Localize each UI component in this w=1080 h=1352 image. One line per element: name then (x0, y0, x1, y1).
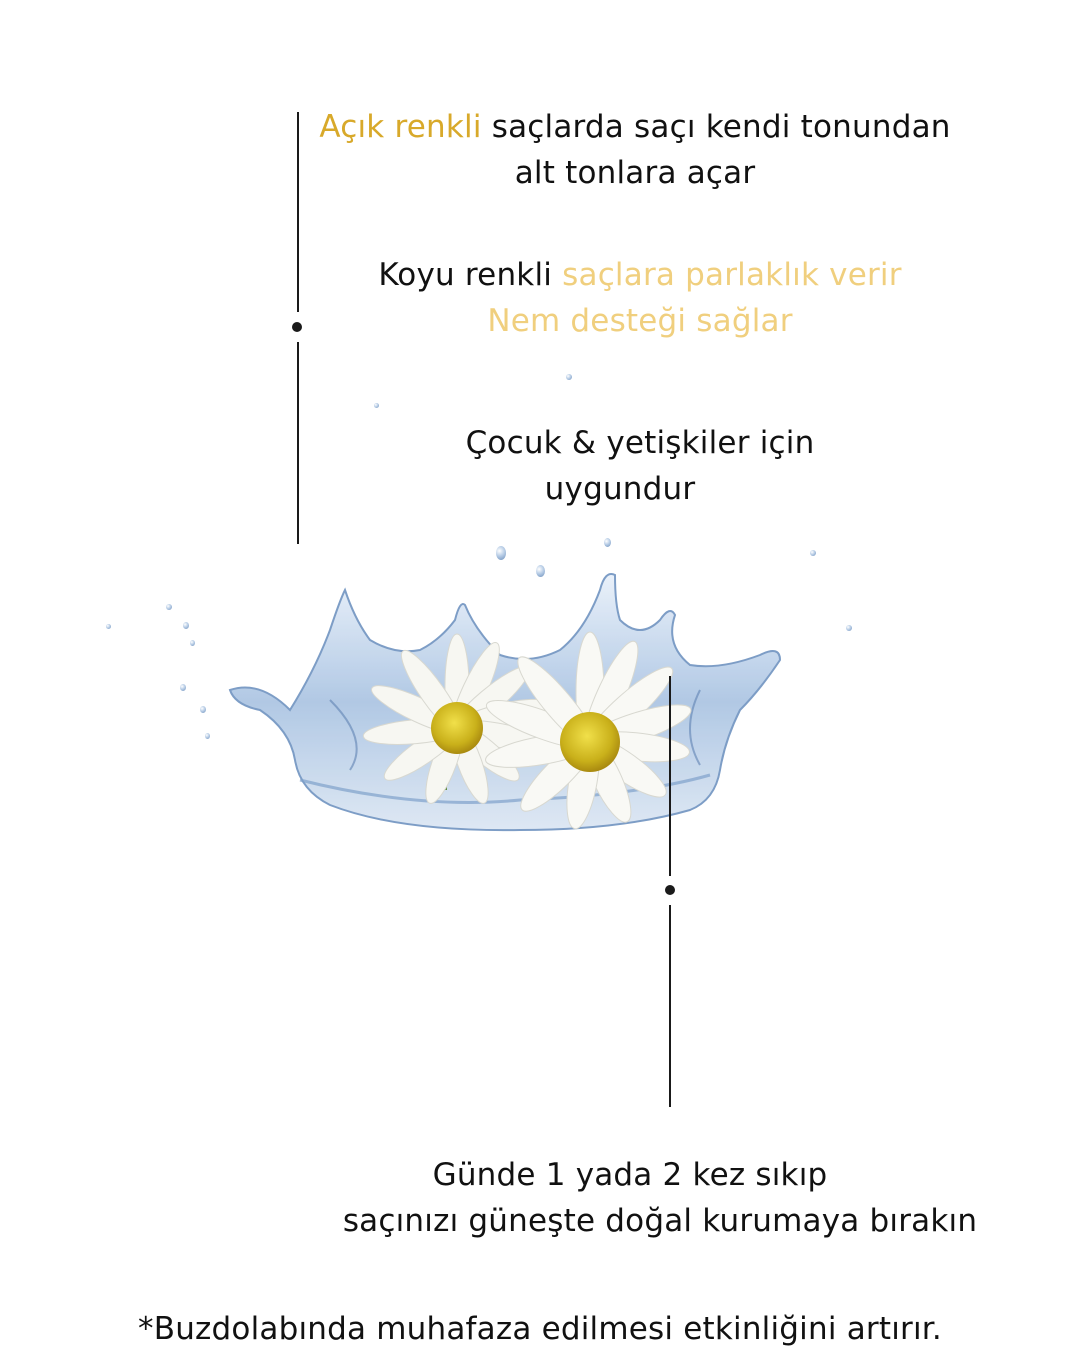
feature-light-hair-line2: alt tonlara açar (514, 155, 756, 191)
divider-dot-bottom (665, 885, 675, 895)
feature-age-suitability: Çocuk & yetişkiler için uygundur (380, 420, 900, 512)
feature-age-line1: Çocuk & yetişkiler için (465, 425, 815, 461)
water-droplet (180, 684, 186, 691)
water-droplet (810, 550, 816, 556)
usage-line1: Günde 1 yada 2 kez sıkıp (432, 1157, 828, 1193)
water-droplet (166, 604, 172, 610)
divider-dot-top (292, 322, 302, 332)
divider-line-top-lower (297, 342, 299, 544)
water-droplet (566, 374, 572, 380)
water-droplet (496, 546, 506, 560)
feature-light-hair-rest: saçlarda saçı kendi tonundan (481, 109, 951, 145)
feature-age-line2: uygundur (544, 471, 696, 507)
water-droplet (604, 538, 611, 547)
feature-dark-hair-line1: Koyu renkli saçlara parlaklık verir (330, 252, 950, 298)
water-droplet (183, 622, 189, 629)
water-droplet (200, 706, 206, 713)
divider-line-top-upper (297, 112, 299, 312)
water-droplet (846, 625, 852, 631)
water-splash-daisies-image (228, 573, 782, 832)
usage-instructions: Günde 1 yada 2 kez sıkıp saçınızı güneşt… (300, 1152, 1020, 1244)
water-droplet (536, 565, 545, 577)
feature-light-hair: Açık renkli saçlarda saçı kendi tonundan… (290, 104, 980, 196)
feature-light-hair-highlight: Açık renkli (319, 109, 482, 145)
divider-line-bottom-upper (669, 676, 671, 876)
divider-line-bottom-lower (669, 905, 671, 1107)
water-droplet (190, 640, 195, 646)
storage-footnote: *Buzdolabında muhafaza edilmesi etkinliğ… (138, 1311, 942, 1347)
feature-moisture: Nem desteği sağlar (487, 303, 793, 339)
feature-light-hair-line1: Açık renkli saçlarda saçı kendi tonundan (290, 104, 980, 150)
daisy-right (485, 631, 692, 830)
feature-dark-hair-highlight: saçlara parlaklık verir (562, 257, 902, 293)
water-droplet (205, 733, 210, 739)
feature-dark-hair-plain: Koyu renkli (378, 257, 563, 293)
usage-line2: saçınızı güneşte doğal kurumaya bırakın (342, 1203, 978, 1239)
feature-dark-hair: Koyu renkli saçlara parlaklık verir Nem … (330, 252, 950, 344)
water-droplet (374, 403, 379, 408)
water-droplet (106, 624, 111, 629)
